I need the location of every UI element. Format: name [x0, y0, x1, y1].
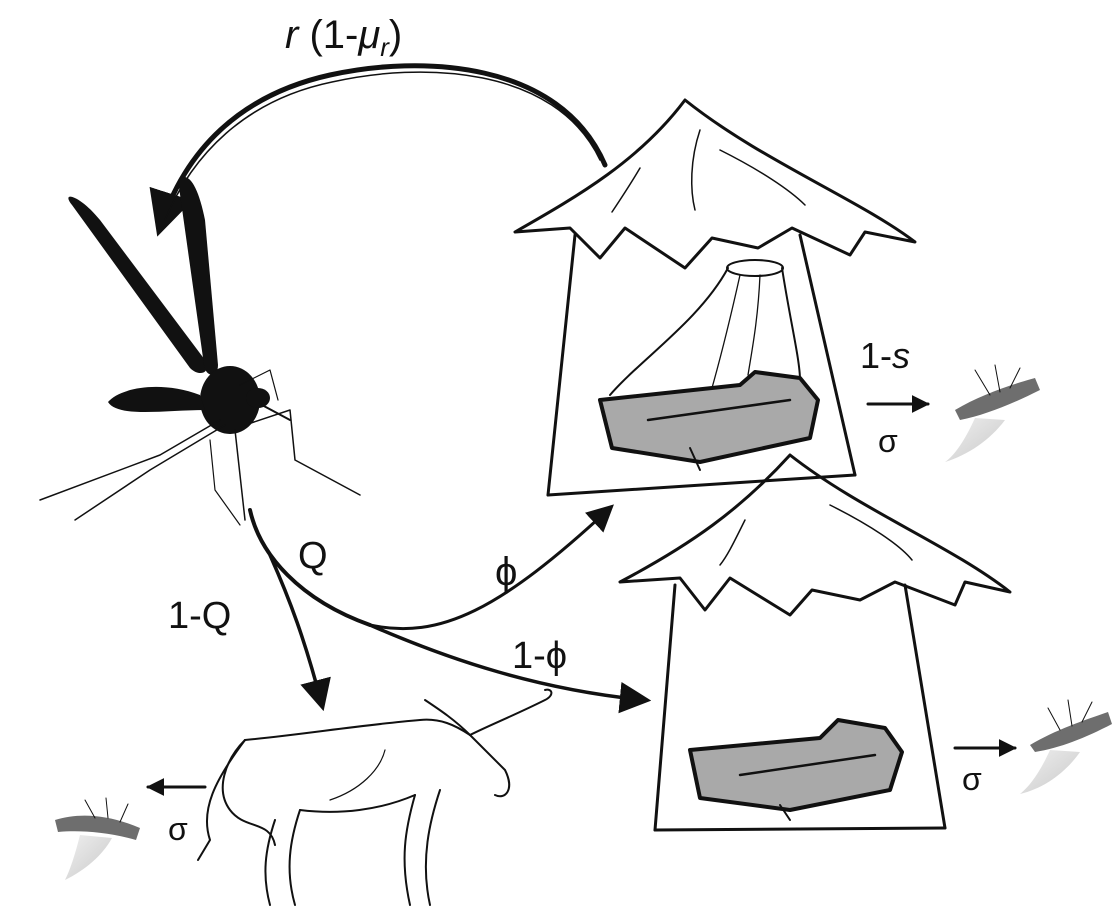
- phi-label: ϕ: [495, 550, 517, 594]
- house-with-bednet: [515, 100, 915, 495]
- q-label: Q: [298, 535, 328, 577]
- house-without-bednet: [620, 455, 1010, 830]
- mosquito-escape-3-icon: [55, 798, 140, 880]
- mosquito-escape-2-icon: [1020, 700, 1112, 794]
- mosquito-escape-1-icon: [945, 365, 1040, 462]
- mosquito-main-icon: [40, 177, 360, 525]
- one-minus-s-label: 1-s: [860, 335, 910, 376]
- one-minus-phi-label: 1-ϕ: [512, 635, 567, 677]
- sigma-house2-label: σ: [962, 761, 982, 797]
- sigma-house1-label: σ: [878, 423, 898, 459]
- return-arc: [160, 66, 605, 228]
- return-arc-label: r (1-μr): [285, 13, 402, 62]
- one-minus-q-label: 1-Q: [168, 595, 231, 637]
- sigma-cow-label: σ: [168, 811, 188, 847]
- cow-icon: [198, 690, 551, 905]
